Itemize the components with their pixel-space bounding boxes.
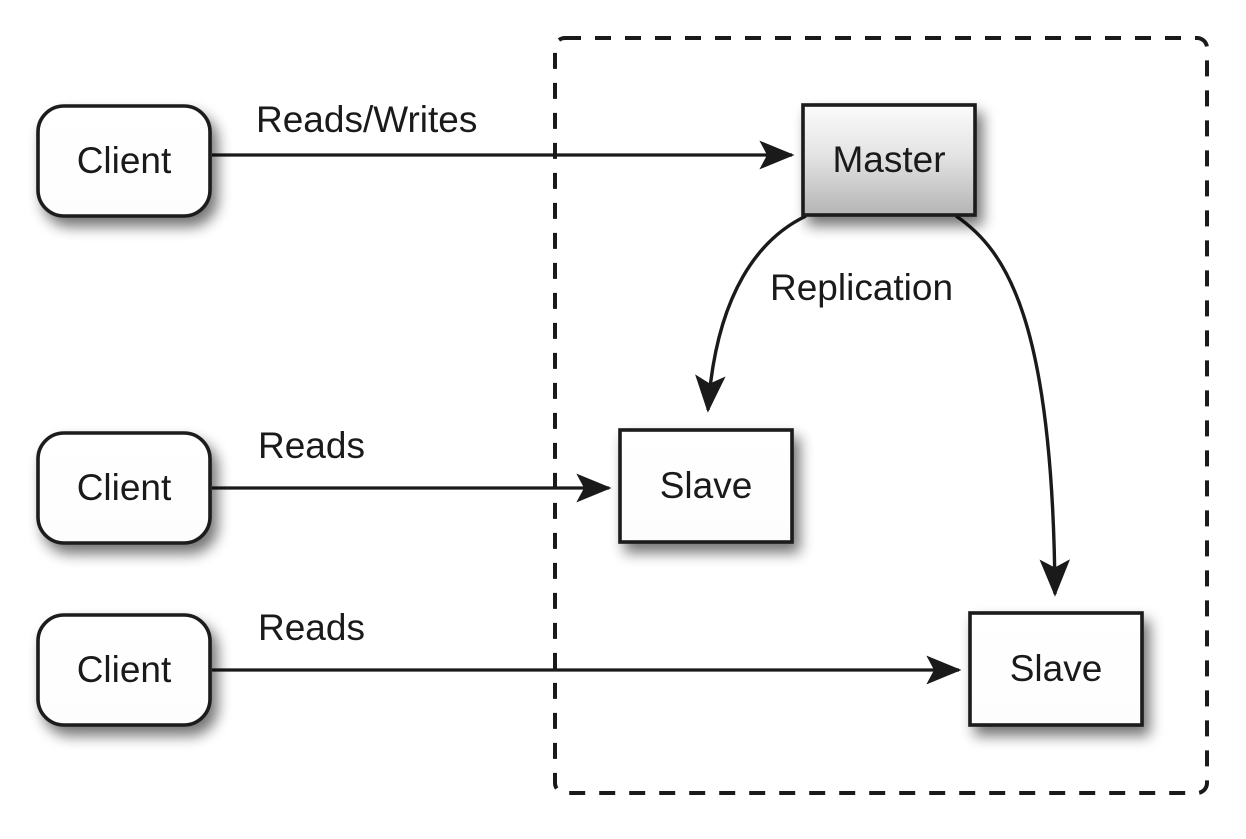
slave1-shape: [618, 428, 794, 544]
master-label: Master: [832, 139, 945, 180]
edge-label-reads-slave2: Reads: [258, 607, 365, 648]
node-client1[interactable]: [36, 104, 212, 218]
edge-label-reads-slave1: Reads: [258, 425, 365, 466]
client1-label: Client: [77, 140, 172, 181]
client2-shape: [36, 431, 212, 545]
master-shape: [801, 103, 977, 217]
edge-label-reads-writes: Reads/Writes: [256, 99, 477, 140]
client1-shape: [36, 104, 212, 218]
edge-label-replication: Replication: [770, 267, 953, 308]
node-client3[interactable]: [36, 613, 212, 727]
node-master[interactable]: [801, 103, 977, 217]
node-client2[interactable]: [36, 431, 212, 545]
client3-label: Client: [77, 649, 172, 690]
node-slave2[interactable]: [968, 611, 1144, 727]
node-slave1[interactable]: [618, 428, 794, 544]
slave2-label: Slave: [1010, 648, 1103, 689]
client3-shape: [36, 613, 212, 727]
replication-cluster-boundary: [553, 36, 1209, 795]
edge-master-to-slave1-replication: [695, 214, 807, 413]
client2-label: Client: [77, 467, 172, 508]
edge-master-to-slave2-replication: [955, 214, 1071, 597]
slave1-label: Slave: [660, 465, 753, 506]
slave2-shape: [968, 611, 1144, 727]
